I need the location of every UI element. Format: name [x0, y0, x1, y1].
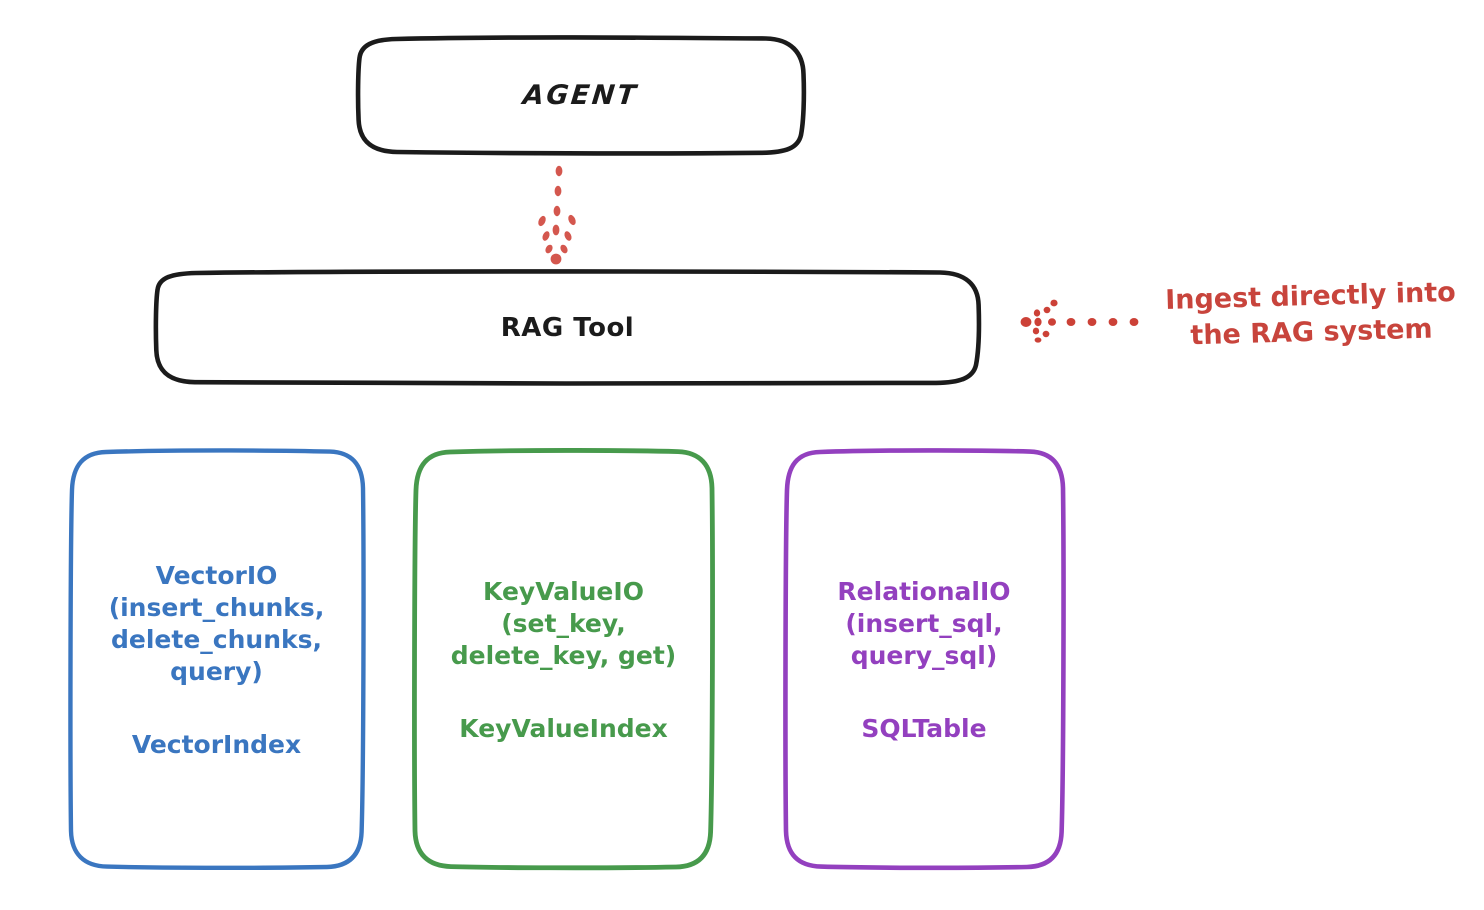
vector-io-node[interactable]: VectorIO (insert_chunks, delete_chunks, …: [70, 450, 363, 868]
agent-to-rag-arrow: [538, 165, 576, 265]
keyvalueio-box-outline: [412, 448, 715, 871]
key-value-io-node[interactable]: KeyValueIO (set_key, delete_key, get) Ke…: [414, 450, 713, 868]
agent-box-outline: [355, 35, 807, 156]
rag-tool-label: RAG Tool: [500, 312, 635, 343]
vector-io-subtitle: VectorIndex: [131, 729, 302, 759]
ingest-annotation-text: Ingest directly into the RAG system: [1164, 276, 1457, 352]
key-value-io-subtitle: KeyValueIndex: [459, 713, 668, 743]
rag-tool-node[interactable]: RAG Tool: [156, 272, 979, 383]
rag-tool-box-outline: [153, 269, 982, 386]
agent-label: AGENT: [521, 80, 641, 111]
agent-node[interactable]: AGENT: [358, 38, 804, 153]
key-value-io-title: KeyValueIO (set_key, delete_key, get): [450, 576, 677, 670]
relational-io-subtitle: SQLTable: [861, 713, 987, 743]
relational-io-node[interactable]: RelationalIO (insert_sql, query_sql) SQL…: [785, 450, 1063, 868]
vectorio-box-outline: [68, 448, 366, 871]
relationalio-box-outline: [783, 448, 1066, 871]
vector-io-title: VectorIO (insert_chunks, delete_chunks, …: [108, 560, 325, 686]
relational-io-title: RelationalIO (insert_sql, query_sql): [837, 576, 1011, 670]
ingest-arrow: [1020, 299, 1139, 343]
